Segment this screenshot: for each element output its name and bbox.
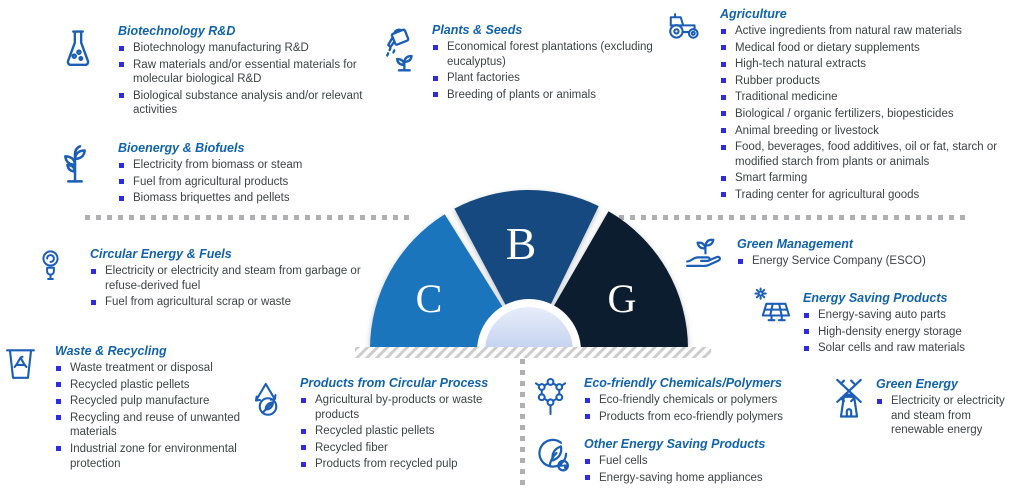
list-item: Eco-friendly chemicals or polymers [584,393,842,408]
list-item: Food, beverages, food additives, oil or … [720,140,1020,169]
list-item: Traditional medicine [720,90,1020,105]
dotted-divider-left [85,215,409,220]
list-item: Rubber products [720,74,1020,89]
list-item: High-density energy storage [803,325,1009,340]
section-title: Eco-friendly Chemicals/Polymers [584,376,782,390]
list-item: Waste treatment or disposal [55,361,247,376]
gauge-label-b: B [506,218,537,269]
list-item: Recycling and reuse of unwanted material… [55,411,247,440]
list-item: Energy-saving home appliances [584,471,842,486]
section-items: Economical forest plantations (excluding… [432,40,656,102]
section-items: Active ingredients from natural raw mate… [720,24,1020,203]
gauge-segment-g [529,211,688,349]
list-item: Industrial zone for environmental protec… [55,442,247,471]
list-item: Fuel cells [584,454,842,469]
list-item: Smart farming [720,171,1020,186]
hand-sprout-icon [685,234,723,267]
gauge-label-g: G [608,276,637,321]
gauge-label-c: C [416,276,443,321]
section-title: Green Management [737,237,854,251]
list-item: Plant factories [432,71,656,86]
list-item: Biological / organic fertilizers, biopes… [720,107,1020,122]
list-item: Agricultural by-products or waste produc… [300,393,506,422]
section-title: Other Energy Saving Products [584,437,766,451]
list-item: Biological substance analysis and/or rel… [118,89,370,118]
list-item: Active ingredients from natural raw mate… [720,24,1020,39]
section-title: Bioenergy & Biofuels [118,141,245,155]
list-item: Animal breeding or livestock [720,124,1020,139]
gauge-segment-b [454,190,599,349]
sprout-icon [60,142,90,184]
section-title: Green Energy [876,377,958,391]
gauge-hub [485,307,573,351]
list-item: High-tech natural extracts [720,57,1020,72]
list-item: Breeding of plants or animals [432,88,656,103]
list-item: Economical forest plantations (excluding… [432,40,656,69]
flask-icon [65,30,91,68]
list-item: Recycled plastic pellets [300,424,506,439]
list-item: Products from recycled pulp [300,457,506,472]
gauge-hub-ring [477,299,581,351]
gauge-base-bar [355,347,711,358]
section-title: Biotechnology R&D [118,24,236,38]
section-title: Energy Saving Products [803,291,948,305]
list-item: Biotechnology manufacturing R&D [118,41,370,56]
watering-can-icon [382,27,419,72]
list-item: Products from eco-friendly polymers [584,410,842,425]
list-item: Recycled fiber [300,441,506,456]
list-item: Electricity from biomass or steam [118,158,370,173]
section-items: Electricity or electricity and steam fro… [876,394,1018,438]
list-item: Energy-saving auto parts [803,308,1009,323]
tractor-icon [667,12,702,40]
solar-panel-icon [754,287,792,325]
section-items: Electricity or electricity and steam fro… [90,264,370,310]
molecule-icon [533,376,568,417]
list-item: Medical food or dietary supplements [720,41,1020,56]
list-item: Recycled plastic pellets [55,378,247,393]
section-items: Agricultural by-products or waste produc… [300,393,506,472]
recycle-bin-icon [5,346,36,380]
section-title: Agriculture [720,7,787,21]
list-item: Fuel from agricultural scrap or waste [90,295,370,310]
section-title: Plants & Seeds [432,23,523,37]
section-items: Energy Service Company (ESCO) [737,254,999,269]
list-item: Trading center for agricultural goods [720,188,1020,203]
section-title: Circular Energy & Fuels [90,247,232,261]
list-item: Biomass briquettes and pellets [118,191,370,206]
cfl-bulb-icon [42,248,59,286]
section-title: Waste & Recycling [55,344,167,358]
list-item: Solar cells and raw materials [803,341,1009,356]
section-items: Biotechnology manufacturing R&D Raw mater… [118,41,370,118]
list-item: Electricity or electricity and steam fro… [90,264,370,293]
section-title: Products from Circular Process [300,376,489,390]
list-item: Recycled pulp manufacture [55,394,247,409]
windmill-icon [830,377,868,418]
list-item: Fuel from agricultural products [118,175,370,190]
dotted-divider-vertical [520,359,525,491]
list-item: Electricity or electricity and steam fro… [876,394,1018,438]
dotted-divider-right [608,215,968,220]
recycle-leaf-icon [250,380,283,418]
list-item: Energy Service Company (ESCO) [737,254,999,269]
gauge-segment-c [370,214,529,349]
leaf-cycle-icon [537,436,570,473]
list-item: Raw materials and/or essential materials… [118,58,370,87]
